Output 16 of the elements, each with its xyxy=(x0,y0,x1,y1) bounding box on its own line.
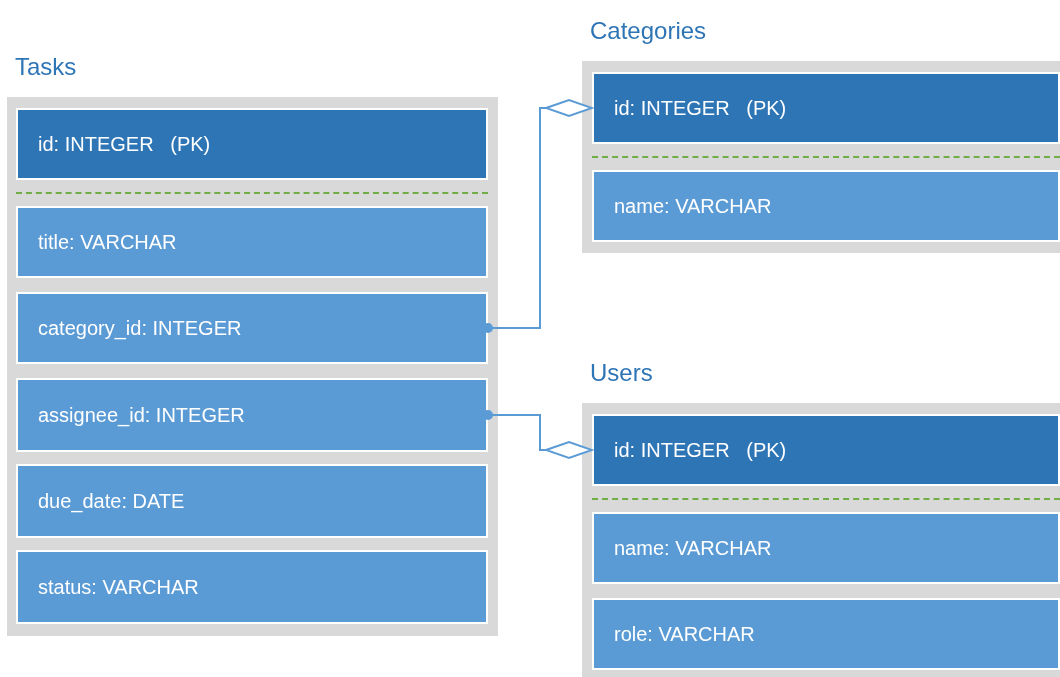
field-row: name: VARCHAR xyxy=(592,170,1060,242)
primary-key-row: id: INTEGER (PK) xyxy=(592,414,1060,486)
field-row: category_id: INTEGER xyxy=(16,292,488,364)
field-row: title: VARCHAR xyxy=(16,206,488,278)
primary-key-row: id: INTEGER (PK) xyxy=(16,108,488,180)
field-row: role: VARCHAR xyxy=(592,598,1060,670)
field-row: status: VARCHAR xyxy=(16,550,488,624)
field-row: assignee_id: INTEGER xyxy=(16,378,488,452)
relationship-connector xyxy=(483,99,593,333)
table-title: Tasks xyxy=(15,52,77,82)
table-title: Categories xyxy=(590,16,707,46)
relationship-connector xyxy=(483,410,593,459)
field-row: name: VARCHAR xyxy=(592,512,1060,584)
field-row: due_date: DATE xyxy=(16,464,488,538)
primary-key-row: id: INTEGER (PK) xyxy=(592,72,1060,144)
table-title: Users xyxy=(590,358,653,388)
